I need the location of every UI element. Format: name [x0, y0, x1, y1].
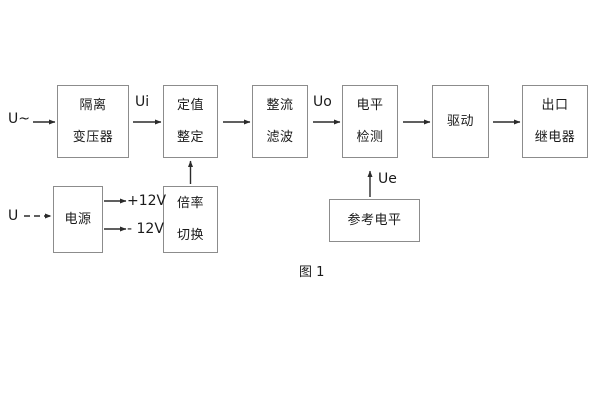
block-setting-value-line1: 定值	[176, 98, 204, 113]
block-level-detection[interactable]: 电平 检测	[342, 85, 398, 158]
label-rail-positive: +12V	[127, 193, 167, 209]
block-rectify-filter-line1: 整流	[266, 98, 294, 113]
block-power-supply-line1: 电源	[64, 212, 92, 227]
block-output-relay-line2: 继电器	[534, 130, 576, 145]
block-reference-level[interactable]: 参考电平	[329, 199, 420, 242]
block-drive-line1: 驱动	[446, 114, 474, 129]
label-signal-ue: Ue	[378, 171, 397, 187]
block-level-detection-line1: 电平	[356, 98, 384, 113]
figure-caption: 图 1	[299, 265, 325, 280]
block-level-detection-line2: 检测	[356, 130, 384, 145]
block-rectify-filter-line2: 滤波	[266, 130, 294, 145]
block-setting-value[interactable]: 定值 整定	[163, 85, 218, 158]
block-power-supply[interactable]: 电源	[53, 186, 103, 253]
block-drive[interactable]: 驱动	[432, 85, 489, 158]
block-isolation-transformer-line1: 隔离	[79, 98, 107, 113]
block-multiplier-switch-line1: 倍率	[176, 196, 204, 211]
block-rectify-filter[interactable]: 整流 滤波	[252, 85, 308, 158]
block-multiplier-switch-line2: 切换	[176, 228, 204, 243]
block-isolation-transformer-line2: 变压器	[72, 130, 114, 145]
block-setting-value-line2: 整定	[176, 130, 204, 145]
label-signal-ui: Ui	[135, 94, 150, 110]
block-output-relay[interactable]: 出口 继电器	[522, 85, 588, 158]
label-rail-negative: - 12V	[127, 221, 164, 237]
block-reference-level-line1: 参考电平	[347, 213, 402, 228]
label-input-ac: U~	[8, 111, 30, 127]
block-output-relay-line1: 出口	[541, 98, 569, 113]
label-signal-uo: Uo	[313, 94, 332, 110]
label-input-dc: U	[8, 208, 19, 224]
block-multiplier-switch[interactable]: 倍率 切换	[163, 186, 218, 253]
block-isolation-transformer[interactable]: 隔离 变压器	[57, 85, 129, 158]
